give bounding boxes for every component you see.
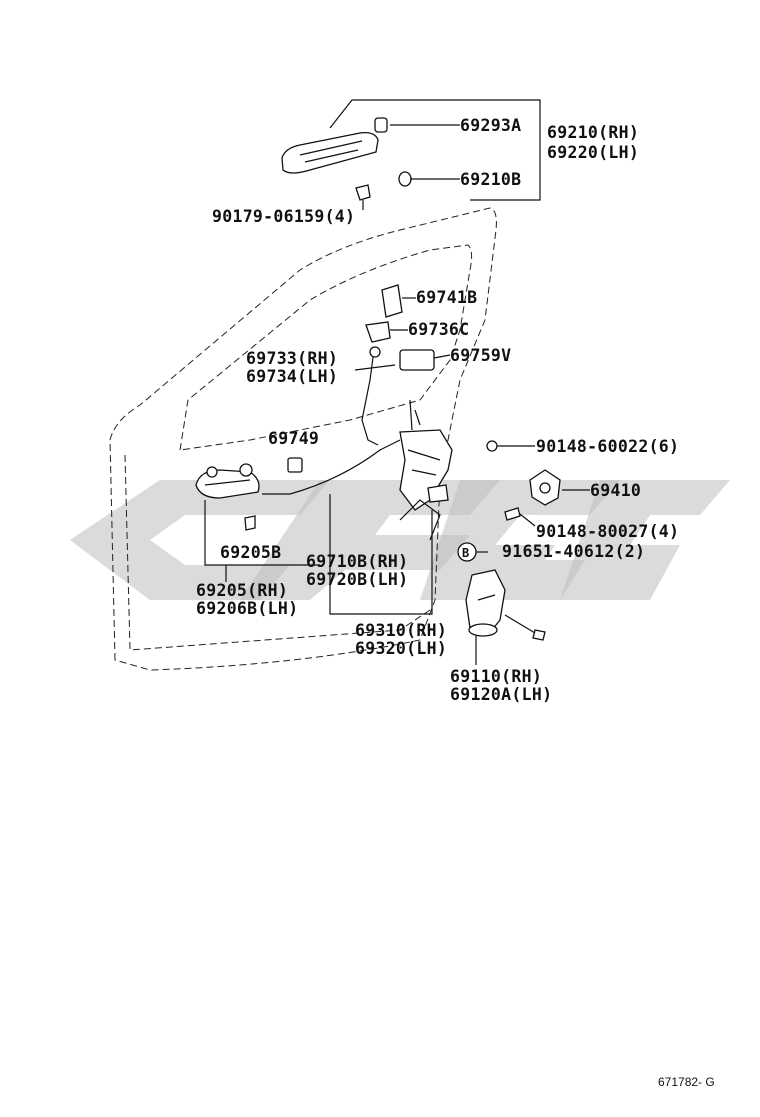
label-90179: 90179-06159(4): [212, 207, 355, 226]
label-69736c: 69736C: [408, 320, 469, 339]
label-69310-rh: 69310(RH): [355, 621, 447, 640]
outside-handle: [281, 117, 412, 201]
label-69320-lh: 69320(LH): [355, 639, 447, 658]
inside-handle: [195, 439, 433, 615]
door-lock-assembly: [399, 399, 453, 541]
label-69210-rh: 69210(RH): [547, 123, 639, 142]
label-69410: 69410: [590, 481, 641, 500]
diagram-reference: 671782- G: [658, 1075, 715, 1089]
striker: [486, 440, 590, 527]
label-69220-lh: 69220(LH): [547, 143, 639, 162]
label-69759v: 69759V: [450, 346, 511, 365]
label-91651: 91651-40612(2): [502, 542, 645, 561]
label-69206b-lh: 69206B(LH): [196, 599, 298, 618]
label-69210b: 69210B: [460, 170, 521, 189]
b-marker-label: B: [462, 546, 470, 560]
label-69205b: 69205B: [220, 543, 281, 562]
label-90148-80027: 90148-80027(4): [536, 522, 679, 541]
bracket-69210: [329, 99, 541, 210]
label-69733-rh: 69733(RH): [246, 349, 338, 368]
label-90148-60022: 90148-60022(6): [536, 437, 679, 456]
label-69110-rh: 69110(RH): [450, 667, 542, 686]
label-69734-lh: 69734(LH): [246, 367, 338, 386]
door-outline: [109, 207, 497, 671]
door-latch: [465, 569, 546, 665]
label-69720b-lh: 69720B(LH): [306, 570, 408, 589]
label-69749: 69749: [268, 429, 319, 448]
watermark-logo: [70, 480, 730, 600]
label-69741b: 69741B: [416, 288, 477, 307]
label-69710b-rh: 69710B(RH): [306, 552, 408, 571]
label-69293a: 69293A: [460, 116, 521, 135]
label-69120a-lh: 69120A(LH): [450, 685, 552, 704]
label-69205-rh: 69205(RH): [196, 581, 288, 600]
lock-knob-parts: [354, 284, 451, 446]
